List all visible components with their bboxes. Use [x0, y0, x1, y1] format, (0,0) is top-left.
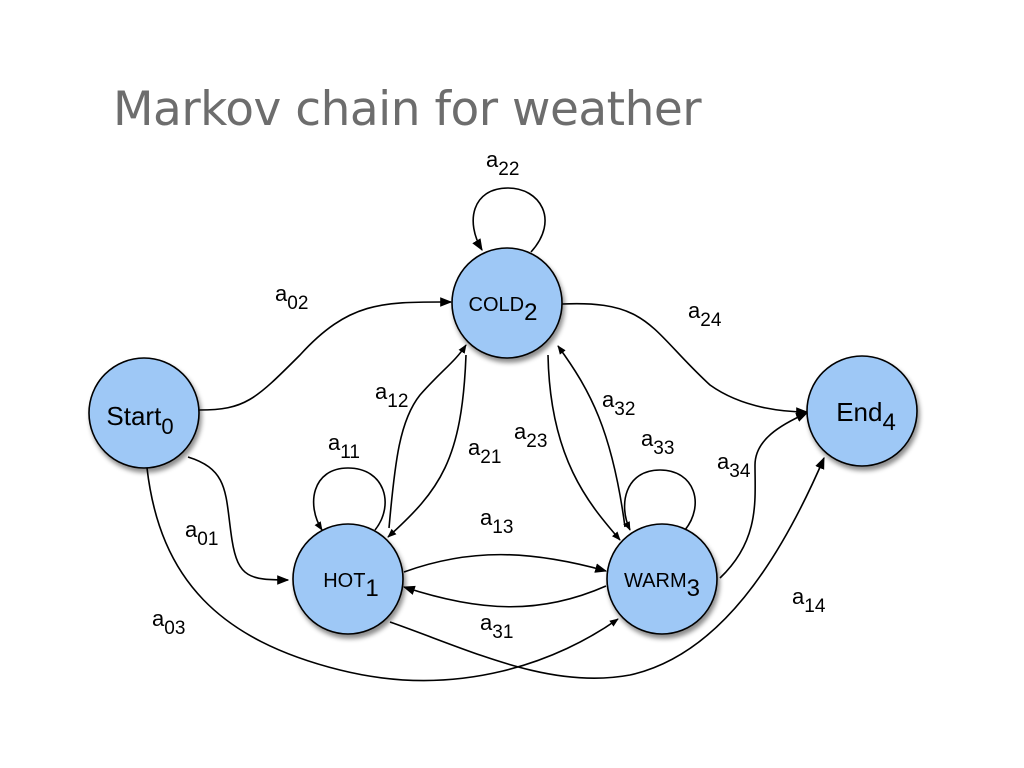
edge-a14 — [389, 456, 825, 679]
label-a01: a01 — [185, 517, 218, 550]
edge-a21 — [387, 354, 467, 538]
node-cold-label: COLD2 — [469, 294, 538, 326]
edge-a01 — [187, 456, 290, 585]
slide-title: Markov chain for weather — [113, 82, 702, 137]
label-a22: a22 — [486, 147, 519, 180]
edge-a33 — [623, 469, 696, 531]
node-start-circle — [88, 357, 200, 469]
edge-a22 — [472, 187, 546, 253]
node-cold-circle — [451, 247, 563, 359]
node-hot-label: HOT1 — [323, 570, 379, 602]
node-warm-circle — [606, 523, 718, 635]
edge-a31 — [402, 585, 607, 608]
node-hot-circle — [292, 523, 404, 635]
node-end-label: End4 — [836, 397, 896, 436]
node-warm-label: WARM3 — [624, 570, 700, 602]
edge-a03 — [146, 467, 619, 682]
label-a21: a21 — [468, 435, 501, 468]
node-start-label: Start0 — [106, 401, 173, 439]
edge-a23 — [547, 354, 621, 541]
edges — [146, 187, 825, 682]
label-a13: a13 — [480, 505, 513, 538]
label-a12: a12 — [375, 379, 408, 412]
label-a24: a24 — [688, 298, 722, 331]
node-end-circle — [806, 355, 918, 467]
node-end: End4 — [806, 355, 918, 467]
edge-labels: a22 a02 a24 a12 a32 a23 a11 a21 a33 a34 … — [152, 147, 826, 643]
node-warm: WARM3 — [606, 523, 718, 635]
edge-a11 — [312, 467, 386, 531]
label-a11: a11 — [328, 430, 360, 463]
label-a14: a14 — [792, 584, 826, 617]
edge-a32 — [557, 345, 626, 528]
edge-a24 — [561, 302, 809, 417]
edge-a34 — [719, 412, 809, 579]
label-a02: a02 — [275, 281, 308, 314]
edge-a02 — [198, 297, 453, 411]
edge-a12 — [388, 344, 467, 529]
node-start: Start0 — [88, 357, 200, 469]
node-hot: HOT1 — [292, 523, 404, 635]
edge-a13 — [403, 553, 608, 573]
label-a31: a31 — [480, 610, 513, 643]
label-a33: a33 — [641, 426, 674, 459]
label-a34: a34 — [717, 449, 751, 482]
node-cold: COLD2 — [451, 247, 563, 359]
label-a23: a23 — [514, 419, 547, 452]
label-a32: a32 — [602, 387, 635, 420]
label-a03: a03 — [152, 606, 185, 639]
